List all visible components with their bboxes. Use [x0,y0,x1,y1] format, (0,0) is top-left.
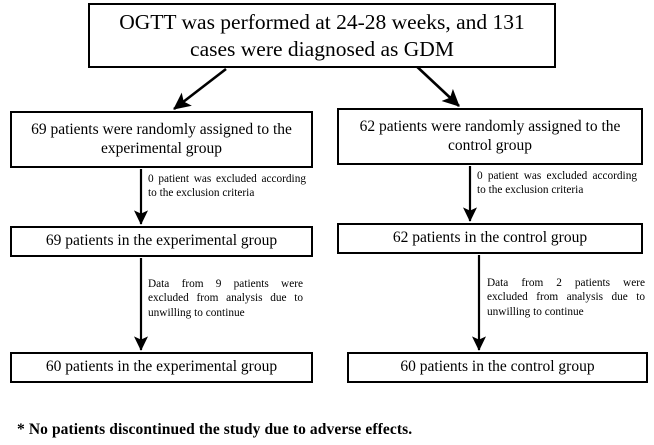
box-control-analyzed-label: 60 patients in the control group [400,358,595,376]
annotation-experimental-exclusion: 0 patient was excluded according to the … [148,173,306,200]
box-experimental-assigned-label: 69 patients were randomly assigned to th… [31,120,292,157]
arrow-top-to-control [411,61,460,107]
box-control-assigned-label: 62 patients were randomly assigned to th… [359,117,621,154]
footnote-adverse-effects: * No patients discontinued the study due… [17,421,413,438]
box-ogtt-screening: OGTT was performed at 24-28 weeks, and 1… [88,3,556,68]
arrow-top-to-experimental [173,67,227,111]
box-control-enrolled: 62 patients in the control group [337,223,643,254]
box-experimental-enrolled: 69 patients in the experimental group [10,226,313,257]
annotation-control-dropout: Data from 2 patients were excluded from … [487,277,645,318]
box-control-assigned: 62 patients were randomly assigned to th… [337,108,643,165]
box-experimental-assigned: 69 patients were randomly assigned to th… [10,111,313,168]
box-control-analyzed: 60 patients in the control group [347,352,648,383]
annotation-control-exclusion: 0 patient was excluded according to the … [477,170,637,197]
box-experimental-enrolled-label: 69 patients in the experimental group [45,232,278,250]
box-experimental-analyzed-label: 60 patients in the experimental group [45,358,278,376]
box-ogtt-screening-label: OGTT was performed at 24-28 weeks, and 1… [119,10,525,61]
box-experimental-analyzed: 60 patients in the experimental group [10,352,313,383]
box-control-enrolled-label: 62 patients in the control group [392,229,588,247]
annotation-experimental-dropout: Data from 9 patients were excluded from … [148,278,303,319]
